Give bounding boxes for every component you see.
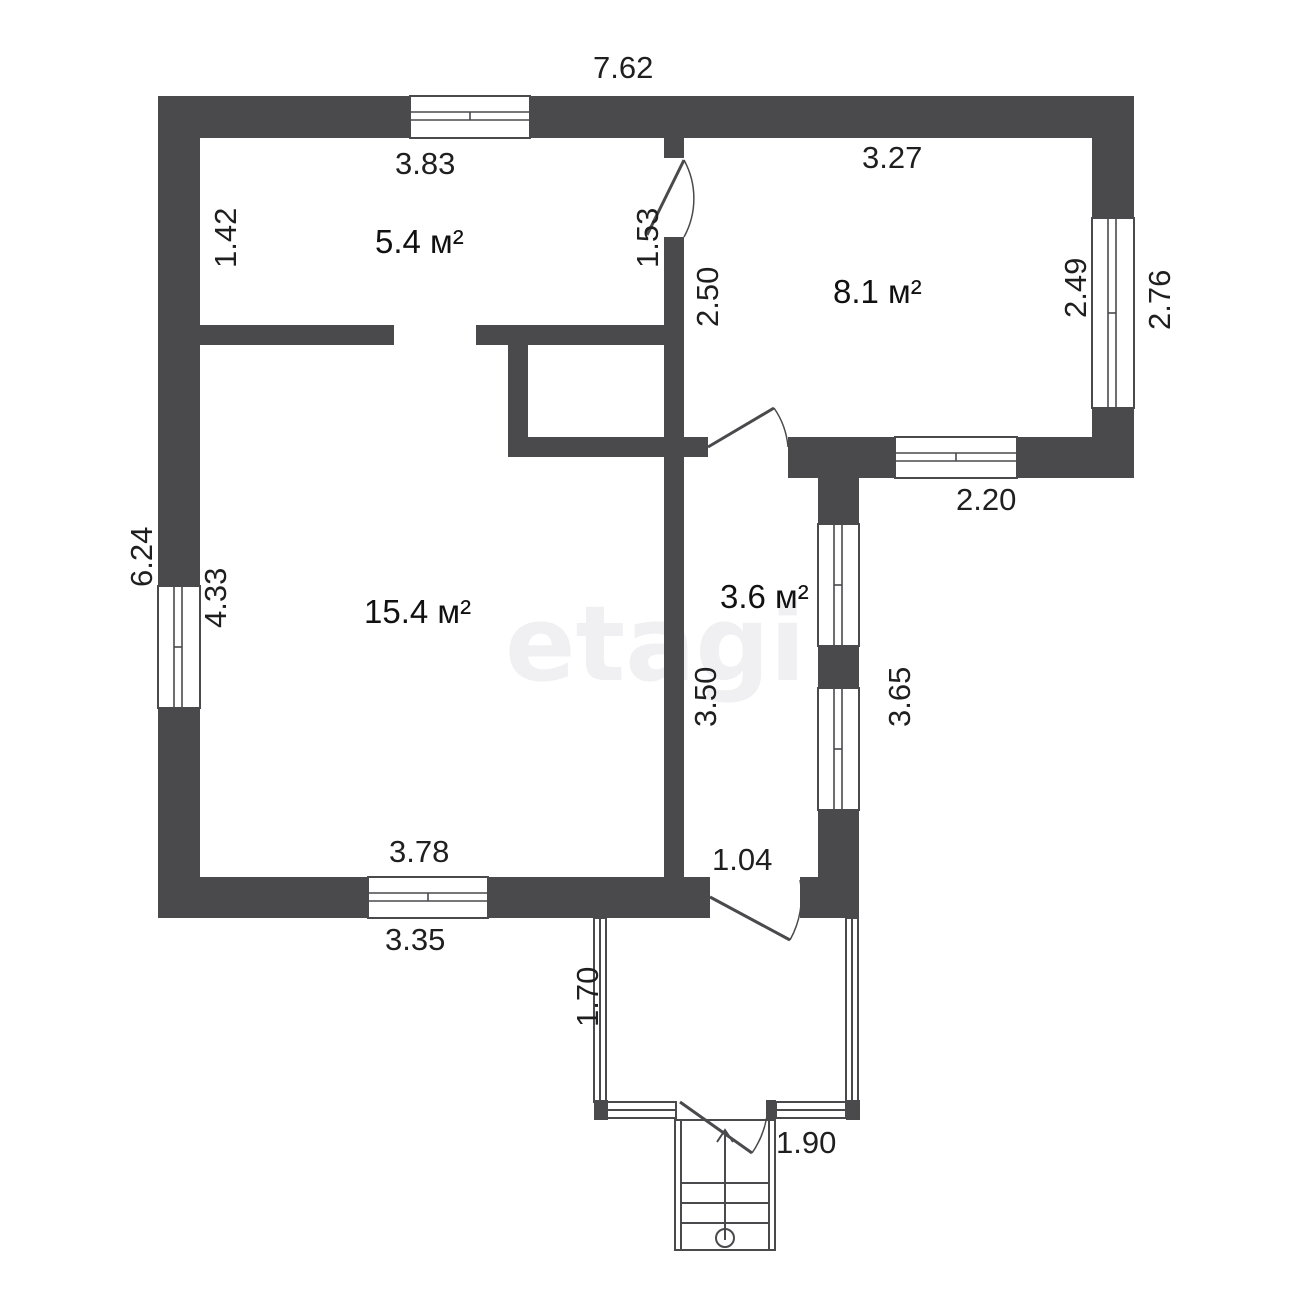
dim-top-left-width: 3.83 (395, 146, 455, 181)
dim-main-room-height: 4.33 (198, 568, 233, 628)
wall-interior-horizontal-right (476, 325, 684, 345)
dim-corridor-outer-height: 3.65 (882, 667, 917, 727)
wall-top-outer (158, 96, 1134, 138)
wall-interior-vertical-top (664, 138, 684, 158)
window-top (409, 95, 531, 139)
dim-right-room-bottom: 2.20 (956, 482, 1016, 517)
porch (593, 917, 860, 1120)
dim-overall-height: 6.24 (124, 527, 159, 587)
dim-right-room-inner-height: 2.49 (1058, 258, 1093, 318)
room-area-main: 15.4 м² (364, 593, 471, 630)
room-area-corridor: 3.6 м² (720, 578, 809, 615)
wall-interior-vertical (664, 237, 684, 877)
room-area-top-left: 5.4 м² (375, 223, 464, 260)
door-top-rooms (645, 159, 695, 238)
dim-overall-width: 7.62 (593, 50, 653, 85)
dim-right-room-outer-height: 2.76 (1142, 270, 1177, 330)
dim-top-left-height: 1.42 (208, 208, 243, 268)
door-right-room (707, 406, 789, 449)
dim-porch-width: 1.90 (776, 1125, 836, 1160)
door-corridor-bottom (709, 879, 803, 942)
room-area-top-right: 8.1 м² (833, 273, 922, 310)
window-right-room-bottom (894, 436, 1018, 479)
windows (157, 95, 1135, 919)
wall-door-stub (684, 437, 708, 457)
window-bottom (367, 876, 489, 919)
wall-corridor-right (818, 437, 859, 918)
watermark: etagi (505, 583, 806, 705)
window-left (157, 585, 201, 709)
wall-closet-bottom (508, 437, 684, 457)
window-corridor-lower (817, 687, 860, 811)
dim-corridor-width: 1.04 (712, 842, 772, 877)
walls (158, 96, 1134, 918)
wall-left-outer (158, 96, 200, 918)
dim-main-room-outer-width: 3.35 (385, 922, 445, 957)
window-right (1091, 217, 1135, 409)
dim-top-right-width: 3.27 (862, 140, 922, 175)
dim-porch-height: 1.70 (570, 967, 605, 1027)
stairs (674, 1119, 776, 1251)
dim-door-opening: 1.53 (630, 208, 665, 268)
dim-right-room-left-height: 2.50 (690, 267, 725, 327)
wall-interior-horizontal-left (200, 325, 394, 345)
wall-closet-left (508, 345, 528, 457)
wall-corridor-bottom-right (800, 877, 859, 918)
dim-corridor-height: 3.50 (688, 667, 723, 727)
window-corridor-upper (817, 523, 860, 647)
dim-main-room-width: 3.78 (389, 834, 449, 869)
